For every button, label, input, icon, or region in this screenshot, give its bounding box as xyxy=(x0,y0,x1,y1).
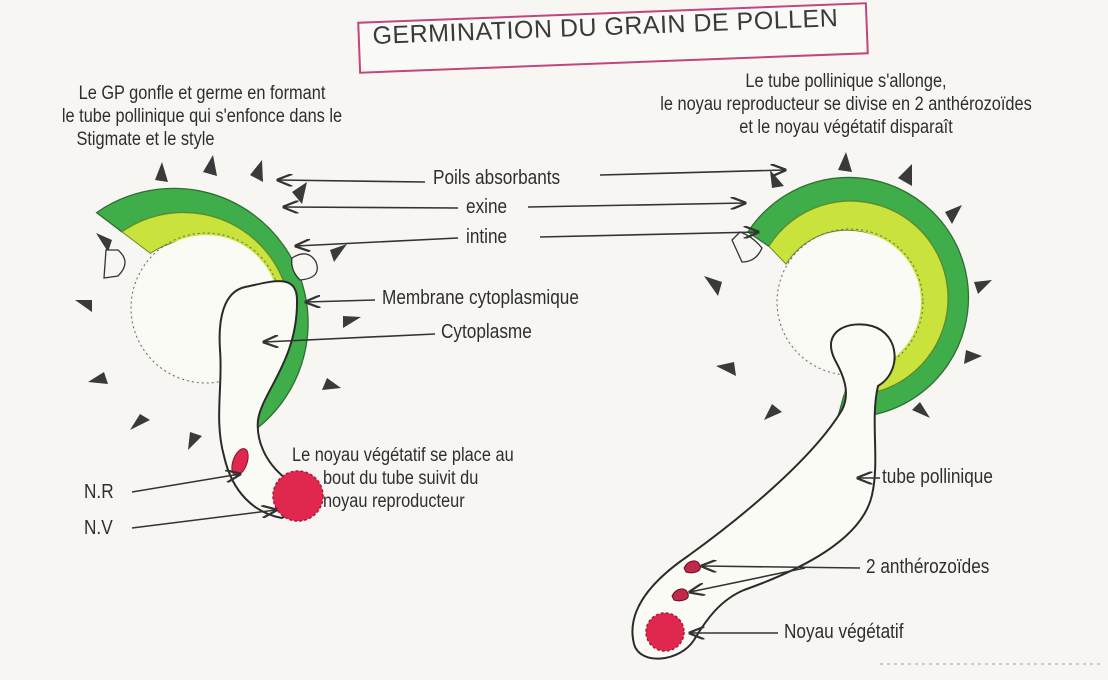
right-pollen-tube xyxy=(632,324,894,658)
label-nr: N.R xyxy=(84,480,114,504)
right-caption: Le tube pollinique s'allonge, le noyau r… xyxy=(631,70,1061,140)
label-exine: exine xyxy=(466,195,507,219)
left-caption: Le GP gonfle et germe en formant le tube… xyxy=(47,82,357,152)
note-line3: noyau reproducteur xyxy=(292,490,514,513)
note-line2: bout du tube suivit du xyxy=(292,467,514,490)
label-antherozoides: 2 anthérozoïdes xyxy=(866,555,989,579)
note-vegetative-nucleus: Le noyau végétatif se place au bout du t… xyxy=(292,444,514,514)
label-intine: intine xyxy=(466,225,507,249)
label-cytoplasme: Cytoplasme xyxy=(441,320,532,344)
label-noyau-vegetatif: Noyau végétatif xyxy=(784,620,904,644)
label-nv: N.V xyxy=(84,516,113,540)
right-caption-line3: et le noyau végétatif disparaît xyxy=(631,116,1061,139)
note-line1: Le noyau végétatif se place au xyxy=(292,444,514,467)
right-vegetative-nucleus xyxy=(646,613,684,651)
right-pollen-grain xyxy=(632,152,992,659)
label-tube-pollinique: tube pollinique xyxy=(882,465,993,489)
left-caption-line2: le tube pollinique qui s'enfonce dans le xyxy=(47,105,357,128)
left-caption-line1: Le GP gonfle et germe en formant xyxy=(47,82,357,105)
label-membrane-cytoplasmique: Membrane cytoplasmique xyxy=(382,286,579,310)
label-poils-absorbants: Poils absorbants xyxy=(433,166,560,190)
right-caption-line2: le noyau reproducteur se divise en 2 ant… xyxy=(631,93,1061,116)
left-caption-line3: Stigmate et le style xyxy=(47,128,357,151)
right-caption-line1: Le tube pollinique s'allonge, xyxy=(631,70,1061,93)
